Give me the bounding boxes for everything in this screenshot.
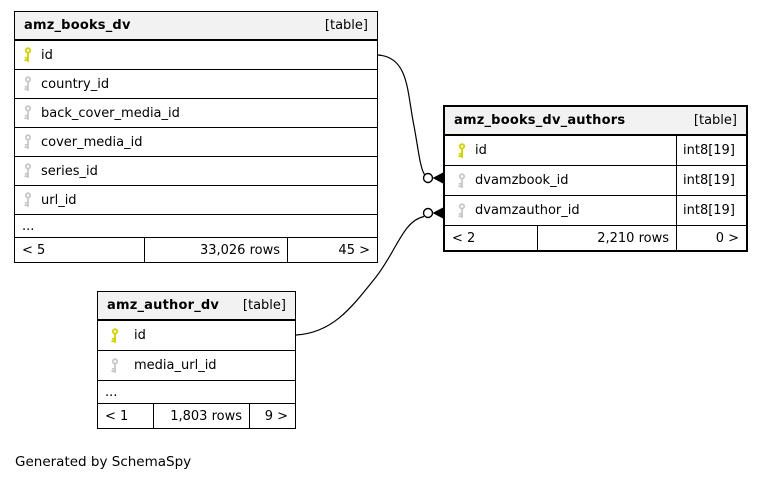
column-row: cover_media_id: [15, 128, 377, 157]
table-name: amz_author_dv: [107, 298, 220, 313]
arrowhead-icon: [432, 207, 443, 219]
more-columns-ellipsis: ...: [15, 215, 377, 238]
primary-key-icon: [111, 327, 119, 343]
column-row: dvamzbook_id int8[19]: [445, 166, 746, 196]
column-row: dvamzauthor_id int8[19]: [445, 196, 746, 226]
parents-count: < 1: [105, 408, 129, 424]
children-count: 0 >: [676, 226, 746, 250]
table-stats-footer: < 1 1,803 rows 9 >: [98, 404, 295, 428]
column-name: media_url_id: [134, 358, 217, 373]
row-count: 2,210 rows: [537, 226, 676, 250]
foreign-key-icon: [24, 192, 32, 208]
table-type-badge: [table]: [693, 113, 737, 128]
column-name: cover_media_id: [41, 134, 143, 150]
table-type-badge: [table]: [324, 18, 368, 33]
table-stats-footer: < 2 2,210 rows 0 >: [445, 226, 746, 250]
column-row: url_id: [15, 186, 377, 215]
column-name: url_id: [41, 192, 77, 208]
column-row: country_id: [15, 70, 377, 99]
relationship-line-books-id-to-dvamzbook: [377, 54, 426, 175]
column-row: media_url_id: [98, 351, 295, 381]
table-header[interactable]: amz_author_dv [table]: [98, 292, 295, 321]
generated-by-note: Generated by SchemaSpy: [15, 454, 192, 470]
column-type: int8[19]: [676, 196, 746, 225]
circle-cardinality-icon: [422, 207, 434, 219]
parents-count: < 2: [452, 230, 476, 246]
table-name: amz_books_dv: [24, 18, 131, 33]
foreign-key-icon: [24, 163, 32, 179]
column-name: back_cover_media_id: [41, 105, 180, 121]
column-name: country_id: [41, 76, 110, 92]
table-name: amz_books_dv_authors: [454, 113, 626, 128]
column-row: id int8[19]: [445, 136, 746, 166]
table-header[interactable]: amz_books_dv_authors [table]: [445, 107, 746, 136]
foreign-key-icon: [24, 105, 32, 121]
children-count: 45 >: [287, 238, 377, 262]
relationship-line-author-id-to-dvamzauthor: [295, 215, 425, 336]
column-type: int8[19]: [676, 166, 746, 195]
row-count: 33,026 rows: [144, 238, 287, 262]
column-name: id: [41, 47, 53, 63]
column-name: id: [475, 143, 487, 158]
column-row: id: [98, 321, 295, 351]
column-name: dvamzbook_id: [475, 173, 569, 188]
foreign-key-icon: [458, 172, 466, 188]
row-count: 1,803 rows: [153, 404, 249, 428]
table-node-amz-books-dv-authors[interactable]: amz_books_dv_authors [table] id int8[19]: [443, 105, 748, 252]
table-type-badge: [table]: [242, 298, 286, 313]
foreign-key-icon: [458, 202, 466, 218]
primary-key-icon: [24, 47, 32, 63]
children-count: 9 >: [249, 404, 295, 428]
column-row: back_cover_media_id: [15, 99, 377, 128]
column-row: series_id: [15, 157, 377, 186]
more-columns-ellipsis: ...: [98, 381, 295, 404]
column-name: dvamzauthor_id: [475, 203, 580, 218]
foreign-key-icon: [24, 134, 32, 150]
table-header[interactable]: amz_books_dv [table]: [15, 12, 377, 41]
foreign-key-icon: [24, 76, 32, 92]
parents-count: < 5: [22, 242, 46, 258]
table-node-amz-books-dv[interactable]: amz_books_dv [table] id: [14, 11, 378, 263]
column-name: id: [134, 328, 146, 343]
circle-cardinality-icon: [422, 172, 434, 184]
column-type: int8[19]: [676, 136, 746, 165]
table-stats-footer: < 5 33,026 rows 45 >: [15, 238, 377, 262]
column-row: id: [15, 41, 377, 70]
table-node-amz-author-dv[interactable]: amz_author_dv [table] id: [97, 291, 296, 429]
arrowhead-icon: [432, 172, 443, 184]
primary-key-icon: [458, 142, 466, 158]
foreign-key-icon: [111, 357, 119, 373]
column-name: series_id: [41, 163, 98, 179]
